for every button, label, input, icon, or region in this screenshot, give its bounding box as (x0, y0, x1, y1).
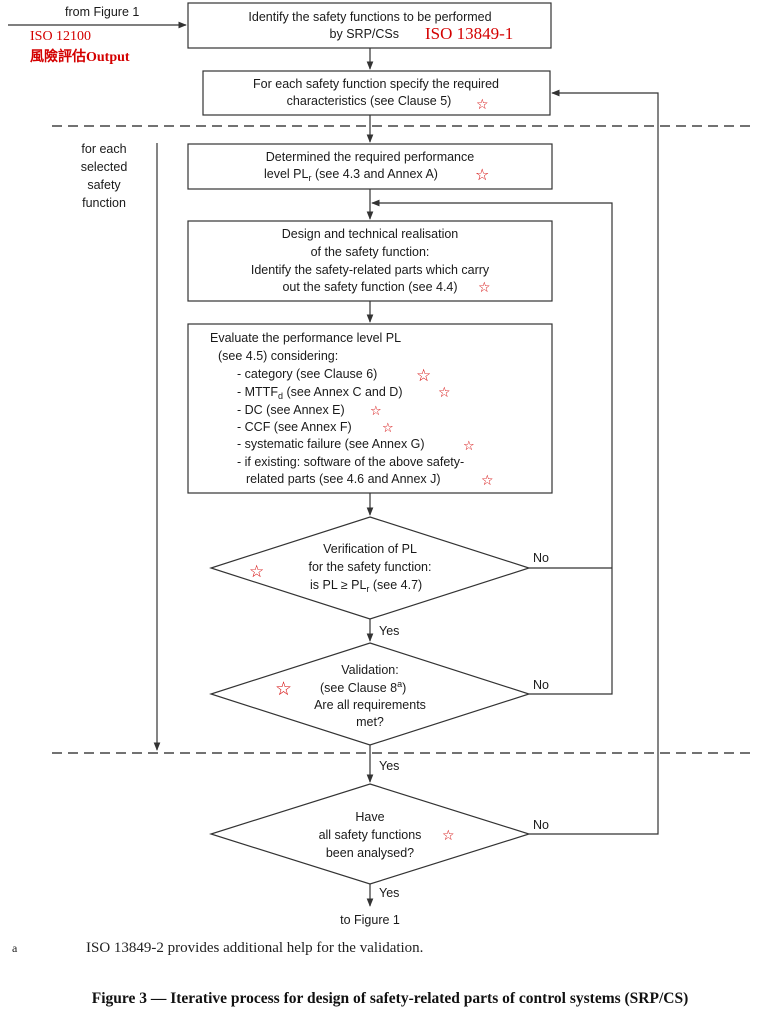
specify-text-1: For each safety function specify the req… (253, 77, 499, 91)
star-icon: ☆ (463, 439, 475, 454)
star-icon: ☆ (370, 404, 382, 419)
determine-text-2: level PLr (see 4.3 and Annex A) (264, 167, 438, 183)
analysed-text-3: been analysed? (326, 846, 414, 860)
evaluate-item-software-cont: related parts (see 4.6 and Annex J) (246, 472, 441, 486)
identify-text-2: by SRP/CSs (330, 27, 399, 41)
star-icon: ☆ (416, 366, 431, 386)
validation-no-label: No (533, 678, 549, 692)
loop-label-1: for each (81, 142, 126, 156)
evaluate-text-1: Evaluate the performance level PL (210, 331, 401, 345)
verification-yes-label: Yes (379, 624, 399, 638)
footnote-text: ISO 13849-2 provides additional help for… (86, 940, 424, 956)
validation-yes-label: Yes (379, 759, 399, 773)
evaluate-box (187, 323, 553, 494)
star-icon: ☆ (442, 828, 455, 844)
loop-label-3: safety (87, 178, 121, 192)
from-figure-label: from Figure 1 (65, 5, 139, 19)
design-text-4: out the safety function (see 4.4) (282, 280, 457, 294)
star-icon: ☆ (478, 280, 491, 296)
validation-no-loop (371, 199, 613, 695)
iso-12100-annotation: ISO 12100 (30, 29, 91, 44)
verification-text-1: Verification of PL (323, 542, 417, 556)
star-icon: ☆ (475, 165, 489, 184)
analysed-text-2: all safety functions (319, 828, 422, 842)
validation-text-2: (see Clause 8a) (320, 679, 406, 695)
identify-text-1: Identify the safety functions to be perf… (248, 10, 491, 24)
analysed-no-loop (529, 89, 659, 835)
specify-text-2: characteristics (see Clause 5) (287, 94, 452, 108)
risk-output-annotation: 風險評估Output (30, 48, 130, 65)
star-icon: ☆ (382, 421, 394, 436)
to-figure-label: to Figure 1 (340, 913, 400, 927)
design-text-3: Identify the safety-related parts which … (251, 263, 490, 277)
verification-text-3: is PL ≥ PLr (see 4.7) (310, 578, 422, 594)
verification-no-label: No (533, 551, 549, 565)
star-icon: ☆ (481, 473, 494, 489)
design-text-2: of the safety function: (311, 245, 430, 259)
design-text-1: Design and technical realisation (282, 227, 459, 241)
evaluate-item-systematic: - systematic failure (see Annex G) (237, 437, 425, 451)
evaluate-text-2: (see 4.5) considering: (218, 349, 338, 363)
analysed-text-1: Have (355, 810, 384, 824)
evaluate-item-dc: - DC (see Annex E) (237, 403, 345, 417)
evaluate-item-category: - category (see Clause 6) (237, 367, 377, 381)
specify-box (202, 70, 551, 116)
analysed-no-label: No (533, 818, 549, 832)
evaluate-item-software: - if existing: software of the above saf… (237, 455, 464, 469)
determine-text-1: Determined the required performance (266, 150, 474, 164)
validation-text-3: Are all requirements (314, 698, 426, 712)
analysed-yes-label: Yes (379, 886, 399, 900)
loop-label-4: function (82, 196, 126, 210)
evaluate-item-ccf: - CCF (see Annex F) (237, 420, 352, 434)
loop-label-2: selected (81, 160, 128, 174)
footnote-mark: a (12, 941, 18, 955)
validation-text-4: met? (356, 715, 384, 729)
star-icon: ☆ (476, 97, 489, 113)
evaluate-item-mttf: - MTTFd (see Annex C and D) (237, 385, 403, 401)
star-icon: ☆ (438, 385, 451, 401)
figure-caption: Figure 3 — Iterative process for design … (91, 990, 689, 1007)
star-icon: ☆ (249, 562, 264, 582)
validation-text-1: Validation: (341, 663, 398, 677)
footnote: a ISO 13849-2 provides additional help fo… (12, 940, 423, 957)
iso-13849-1-annotation: ISO 13849-1 (425, 24, 513, 43)
star-icon: ☆ (275, 678, 292, 700)
verification-text-2: for the safety function: (309, 560, 432, 574)
